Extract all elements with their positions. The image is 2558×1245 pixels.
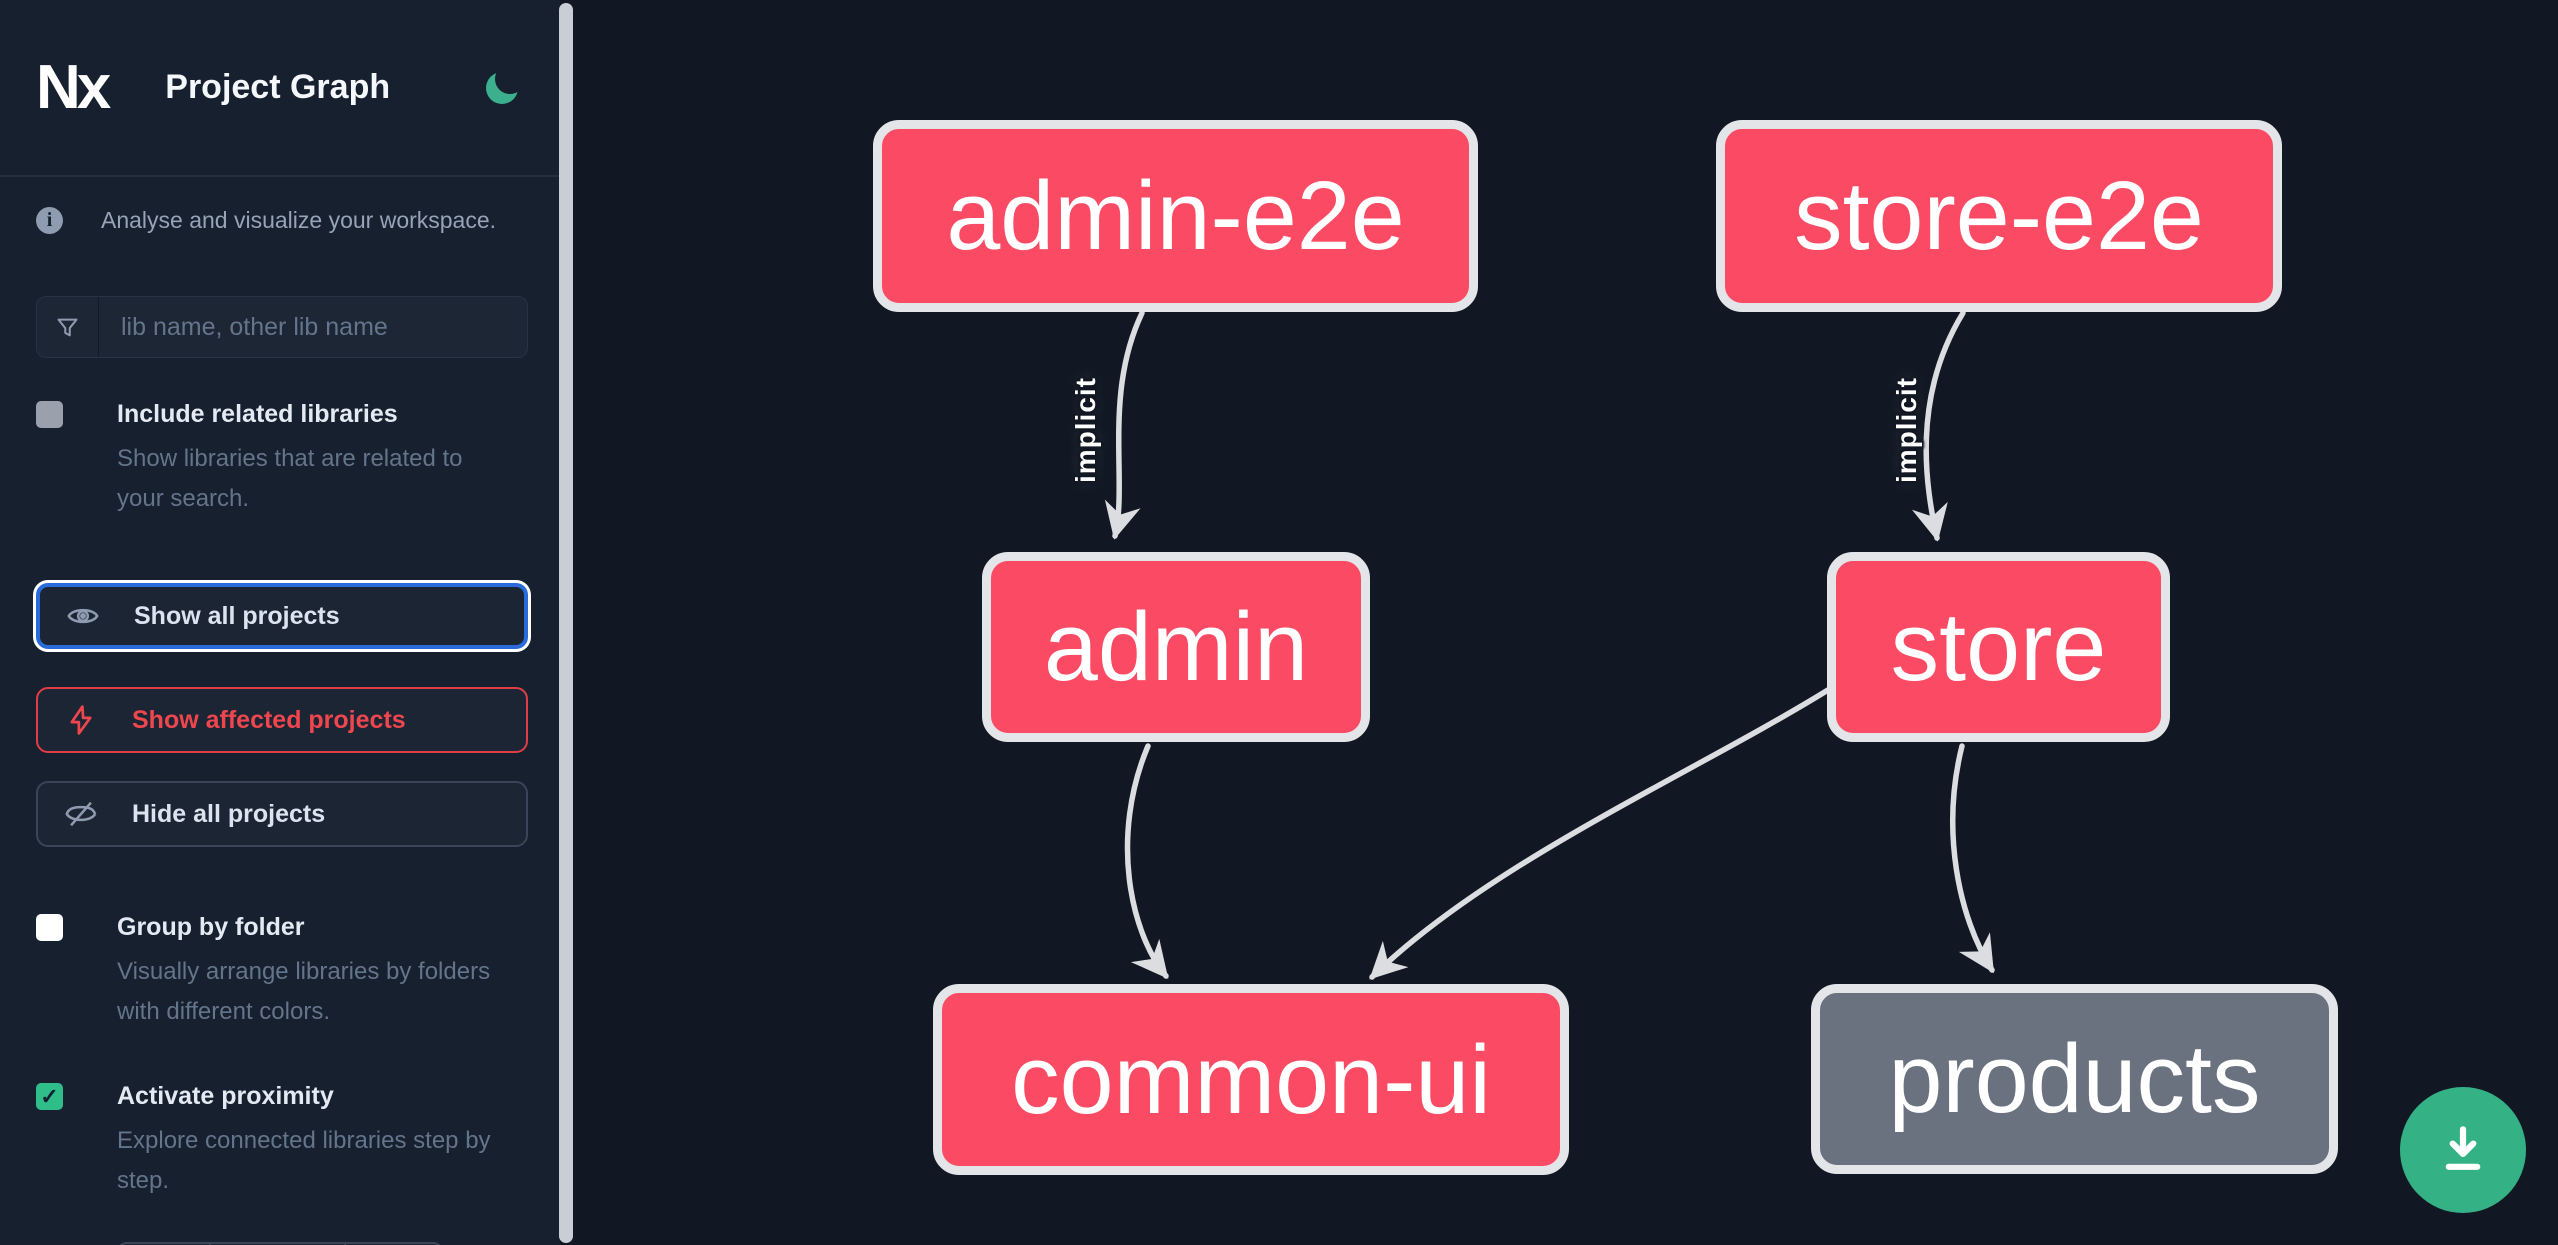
activate-proximity-label[interactable]: Activate proximity xyxy=(117,1082,334,1110)
graph-node-products[interactable]: products xyxy=(1811,984,2338,1174)
show-affected-projects-button[interactable]: Show affected projects xyxy=(36,687,528,753)
eye-off-icon xyxy=(65,801,97,827)
hide-all-projects-button[interactable]: Hide all projects xyxy=(36,781,528,847)
edge-store-to-common-ui xyxy=(1369,687,1831,980)
workspace-info-text: Analyse and visualize your workspace. xyxy=(101,207,497,233)
show-affected-projects-label: Show affected projects xyxy=(132,705,406,734)
filter-funnel-icon xyxy=(37,297,99,357)
download-graph-button[interactable] xyxy=(2400,1087,2526,1213)
edge-label-implicit-store: implicit xyxy=(1891,377,1922,484)
graph-node-admin-e2e[interactable]: admin-e2e xyxy=(873,120,1478,312)
theme-toggle-button[interactable] xyxy=(484,63,525,108)
sidebar-scrollbar[interactable] xyxy=(559,3,573,1243)
edge-admin-e2e-to-admin xyxy=(1104,310,1145,540)
show-all-projects-label: Show all projects xyxy=(134,601,340,630)
edge-store-e2e-to-store xyxy=(1912,310,1966,542)
moon-icon xyxy=(486,63,525,104)
nx-logo: Nx xyxy=(36,53,111,122)
search-bar xyxy=(36,296,528,358)
node-label: store-e2e xyxy=(1794,161,2204,270)
edge-admin-to-common-ui xyxy=(1124,743,1169,979)
group-by-folder-description: Visually arrange libraries by folders wi… xyxy=(117,958,491,1025)
hide-all-projects-label: Hide all projects xyxy=(132,799,326,828)
group-by-folder-setting: Group by folder Visually arrange librari… xyxy=(0,913,560,1032)
edge-label-implicit-admin: implicit xyxy=(1070,377,1101,484)
eye-icon xyxy=(67,608,99,624)
activate-proximity-setting: ✓ Activate proximity Explore connected l… xyxy=(0,1082,560,1201)
info-icon: i xyxy=(36,207,63,234)
node-label: common-ui xyxy=(1011,1024,1491,1134)
node-label: admin xyxy=(1043,592,1309,701)
graph-node-admin[interactable]: admin xyxy=(982,552,1370,742)
download-icon xyxy=(2445,1126,2481,1170)
node-label: products xyxy=(1888,1024,2261,1133)
group-by-folder-label[interactable]: Group by folder xyxy=(117,913,305,941)
node-label: admin-e2e xyxy=(946,161,1405,270)
activate-proximity-checkbox[interactable]: ✓ xyxy=(36,1083,63,1110)
activate-proximity-description: Explore connected libraries step by step… xyxy=(117,1127,491,1194)
graph-node-store[interactable]: store xyxy=(1827,552,2170,742)
node-label: store xyxy=(1890,592,2107,701)
workspace-info: i Analyse and visualize your workspace. xyxy=(0,207,560,234)
include-related-checkbox[interactable] xyxy=(36,401,63,428)
include-related-label[interactable]: Include related libraries xyxy=(117,400,398,428)
search-input[interactable] xyxy=(99,297,527,357)
include-related-description: Show libraries that are related to your … xyxy=(117,445,463,512)
include-related-setting: Include related libraries Show libraries… xyxy=(0,400,560,519)
page-title: Project Graph xyxy=(165,68,391,106)
group-by-folder-checkbox[interactable] xyxy=(36,914,63,941)
show-all-projects-button[interactable]: Show all projects xyxy=(36,583,528,649)
sidebar-header: Nx Project Graph xyxy=(0,0,560,177)
graph-node-common-ui[interactable]: common-ui xyxy=(933,984,1569,1175)
graph-node-store-e2e[interactable]: store-e2e xyxy=(1716,120,2282,312)
lightning-bolt-icon xyxy=(70,705,92,735)
sidebar: Nx Project Graph i Analyse and visualize… xyxy=(0,0,560,1245)
edge-store-to-products xyxy=(1950,743,1995,974)
